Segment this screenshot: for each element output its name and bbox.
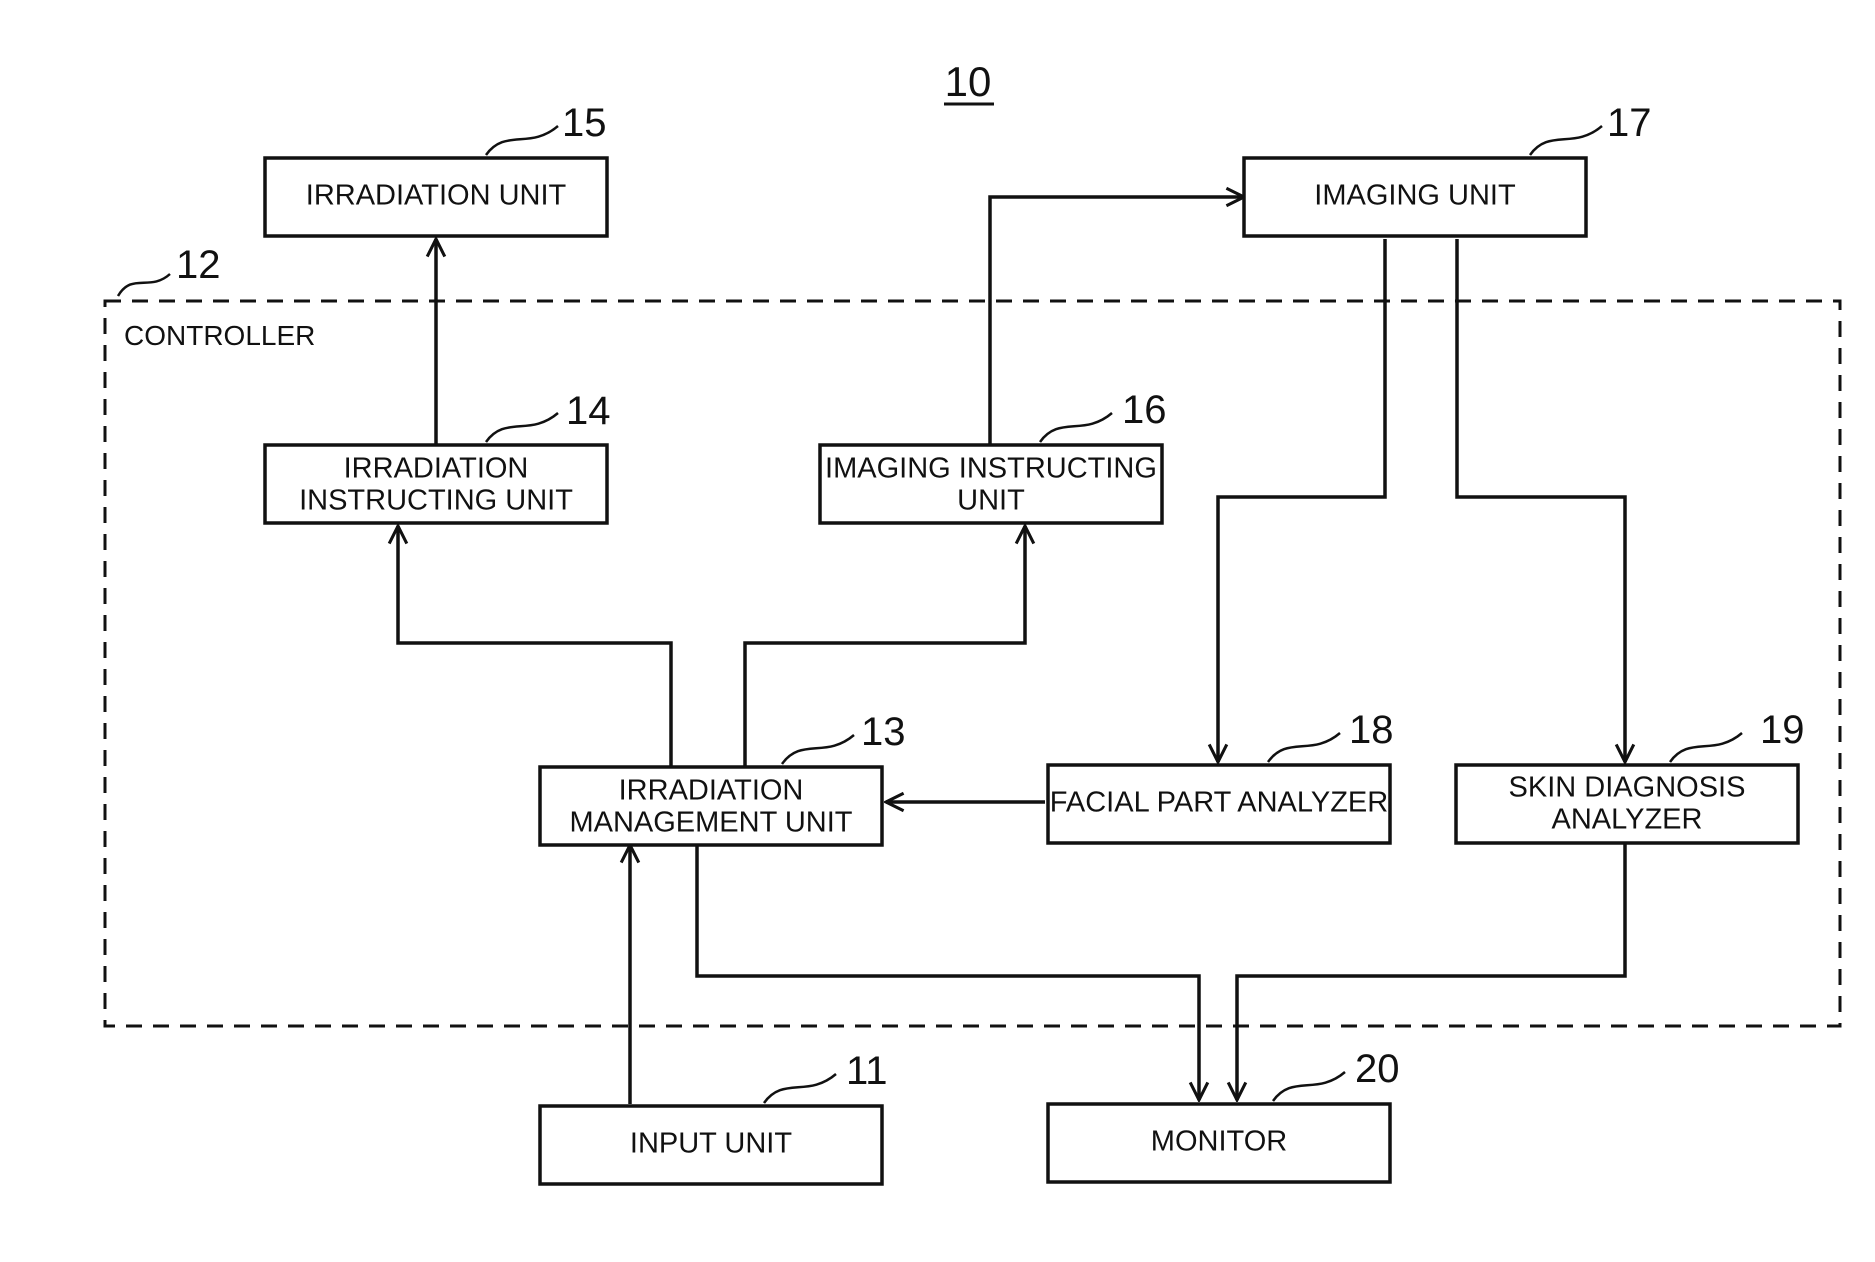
controller-label: CONTROLLER [124,320,315,351]
irradiation-instructing-unit-ref: 14 [566,389,611,433]
irradiation-instructing-unit-ref-leader [486,413,558,442]
imaging-instructing-unit-ref-leader [1040,413,1112,442]
monitor-ref: 20 [1355,1047,1400,1091]
facial-part-analyzer-label: FACIAL PART ANALYZER [1050,787,1388,819]
irradiation-management-unit-label-line-1: IRRADIATION [619,775,804,807]
block-irradiation-management-unit: IRRADIATION MANAGEMENT UNIT 13 [540,710,906,845]
controller-border [105,301,1840,1026]
irradiation-management-unit-ref-leader [782,735,854,764]
monitor-label: MONITOR [1151,1126,1287,1158]
imaging-instructing-unit-label-line-2: UNIT [957,485,1025,517]
skin-diagnosis-analyzer-ref-leader [1670,733,1742,762]
block-irradiation-unit: IRRADIATION UNIT 15 [265,101,607,236]
irradiation-management-unit-ref: 13 [861,710,906,754]
block-input-unit: INPUT UNIT 11 [540,1049,888,1184]
input-unit-label: INPUT UNIT [630,1128,792,1160]
input-unit-ref-leader [764,1074,836,1103]
imaging-unit-ref: 17 [1607,101,1652,145]
irradiation-unit-ref-leader [486,126,558,155]
facial-part-analyzer-ref-leader [1268,733,1340,762]
imaging-instructing-unit-label-line-1: IMAGING INSTRUCTING [825,453,1157,485]
irradiation-unit-ref: 15 [562,101,607,145]
arrow-imaging-unit-to-skin-diagnosis-analyzer [1457,239,1625,762]
irradiation-unit-label: IRRADIATION UNIT [306,180,567,212]
skin-diagnosis-analyzer-label-line-2: ANALYZER [1552,804,1703,836]
facial-part-analyzer-ref: 18 [1349,708,1394,752]
arrow-imaging-unit-to-facial-part-analyzer [1218,239,1385,762]
irradiation-instructing-unit-label-line-1: IRRADIATION [344,453,529,485]
monitor-ref-leader [1273,1072,1345,1101]
controller-ref-leader [118,274,170,296]
irradiation-management-unit-label-line-2: MANAGEMENT UNIT [569,807,852,839]
controller-region: CONTROLLER 12 [105,243,1840,1026]
controller-ref: 12 [176,243,221,287]
block-facial-part-analyzer: FACIAL PART ANALYZER 18 [1048,708,1394,843]
arrow-management-to-monitor [697,845,1199,1100]
connections [398,197,1625,1104]
input-unit-ref: 11 [846,1049,888,1093]
imaging-instructing-unit-ref: 16 [1122,388,1167,432]
skin-diagnosis-analyzer-label-line-1: SKIN DIAGNOSIS [1509,772,1746,804]
imaging-unit-ref-leader [1530,126,1602,155]
figure-number-text: 10 [945,58,992,105]
block-monitor: MONITOR 20 [1048,1047,1400,1182]
irradiation-instructing-unit-label-line-2: INSTRUCTING UNIT [299,485,573,517]
block-skin-diagnosis-analyzer: SKIN DIAGNOSIS ANALYZER 19 [1456,708,1805,843]
arrow-skin-diagnosis-to-monitor [1237,842,1625,1100]
arrow-management-to-irradiation-instructing [398,526,671,767]
figure-number: 10 [944,58,994,105]
block-imaging-unit: IMAGING UNIT 17 [1244,101,1652,236]
imaging-unit-label: IMAGING UNIT [1314,180,1516,212]
block-imaging-instructing-unit: IMAGING INSTRUCTING UNIT 16 [820,388,1167,523]
skin-diagnosis-analyzer-ref: 19 [1760,708,1805,752]
arrow-imaging-instructing-to-imaging-unit [990,197,1244,445]
